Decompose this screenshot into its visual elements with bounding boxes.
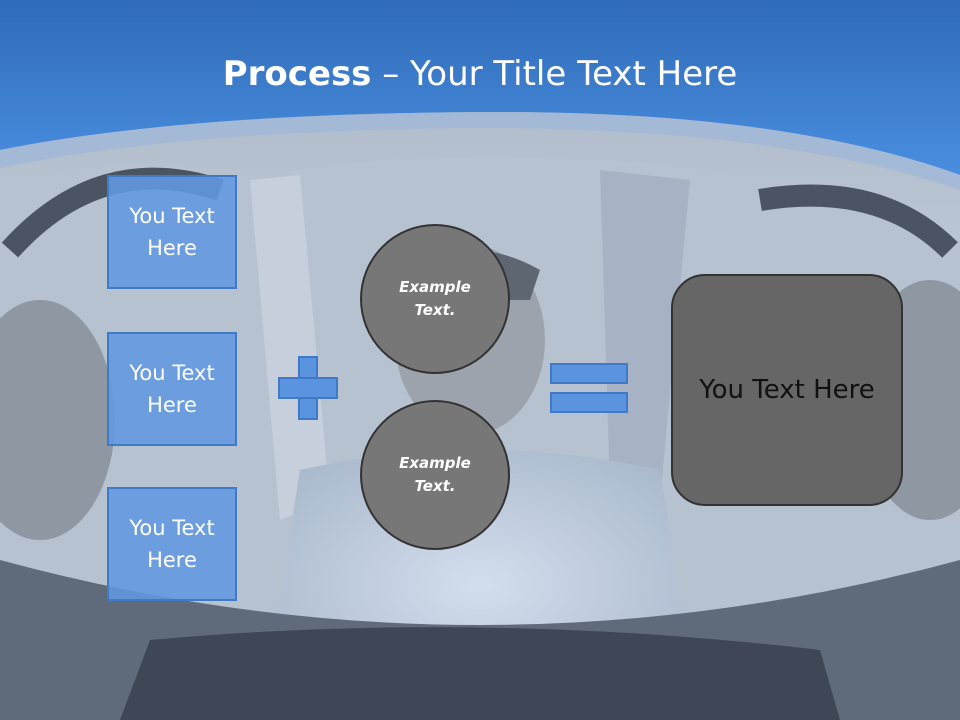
- input-box-1[interactable]: You Text Here: [107, 175, 237, 289]
- example-circle-2[interactable]: Example Text.: [360, 400, 510, 550]
- result-box[interactable]: You Text Here: [671, 274, 903, 506]
- title-rest: – Your Title Text Here: [371, 54, 738, 94]
- input-box-2[interactable]: You Text Here: [107, 332, 237, 446]
- example-circle-1[interactable]: Example Text.: [360, 224, 510, 374]
- input-box-3[interactable]: You Text Here: [107, 487, 237, 601]
- slide-title: Process – Your Title Text Here: [0, 52, 960, 96]
- title-bold: Process: [222, 54, 372, 94]
